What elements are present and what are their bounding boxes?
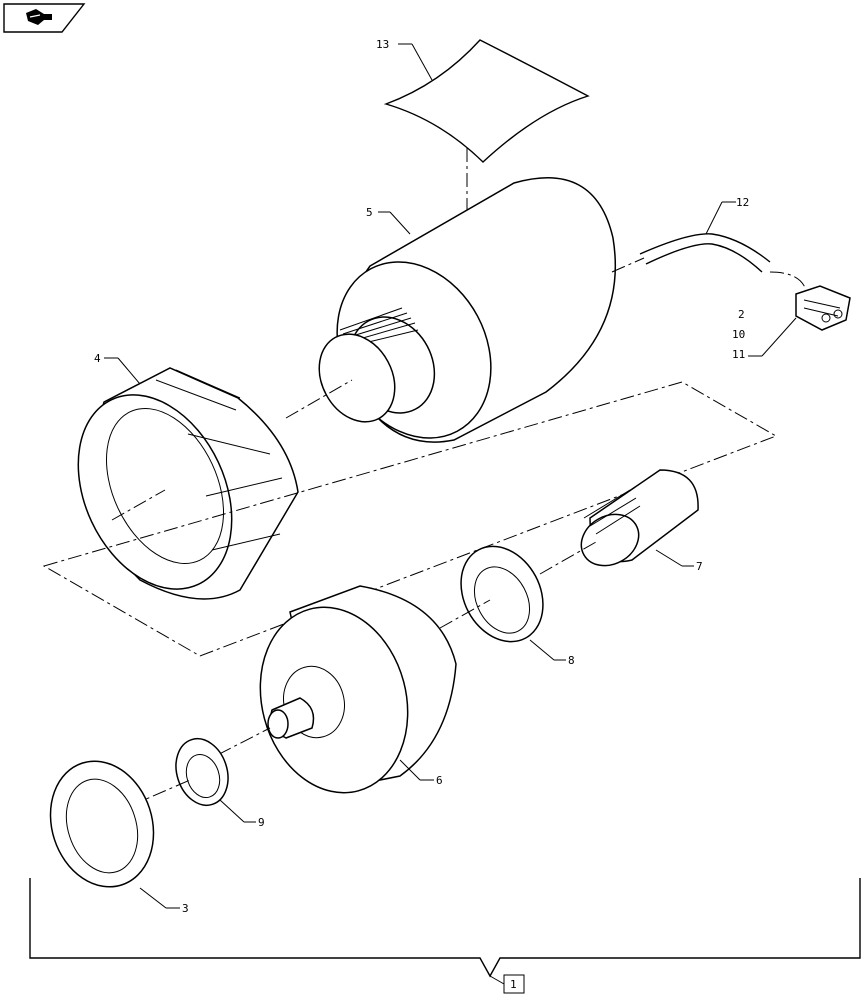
- callout-1: 1: [510, 978, 517, 991]
- next-page-arrow-icon[interactable]: [3, 3, 86, 33]
- part-7-plunger: [539, 469, 699, 575]
- callout-6: 6: [436, 774, 443, 787]
- callout-3: 3: [182, 902, 189, 915]
- callout-box-1: [503, 974, 525, 994]
- callout-2: 2: [738, 308, 745, 321]
- callout-9: 9: [258, 816, 265, 829]
- assembly-bracket: [29, 878, 861, 994]
- callout-5: 5: [366, 206, 373, 219]
- part-4-retaining-nut: [77, 367, 299, 600]
- part-8-washer: [439, 545, 544, 643]
- part-2-10-11-connector: [795, 285, 851, 331]
- part-6-coil-housing: [195, 585, 457, 794]
- callout-10: 10: [732, 328, 745, 341]
- leader-lines: [104, 43, 797, 909]
- callout-12: 12: [736, 196, 749, 209]
- callout-11: 11: [732, 348, 745, 361]
- part-3-gasket: [49, 760, 155, 888]
- part-12-wire-lead: [611, 233, 807, 291]
- callout-7: 7: [696, 560, 703, 573]
- part-9-seal: [129, 738, 229, 807]
- callout-8: 8: [568, 654, 575, 667]
- callout-4: 4: [94, 352, 101, 365]
- part-5-cylinder-body: [285, 177, 617, 443]
- callout-13: 13: [376, 38, 389, 51]
